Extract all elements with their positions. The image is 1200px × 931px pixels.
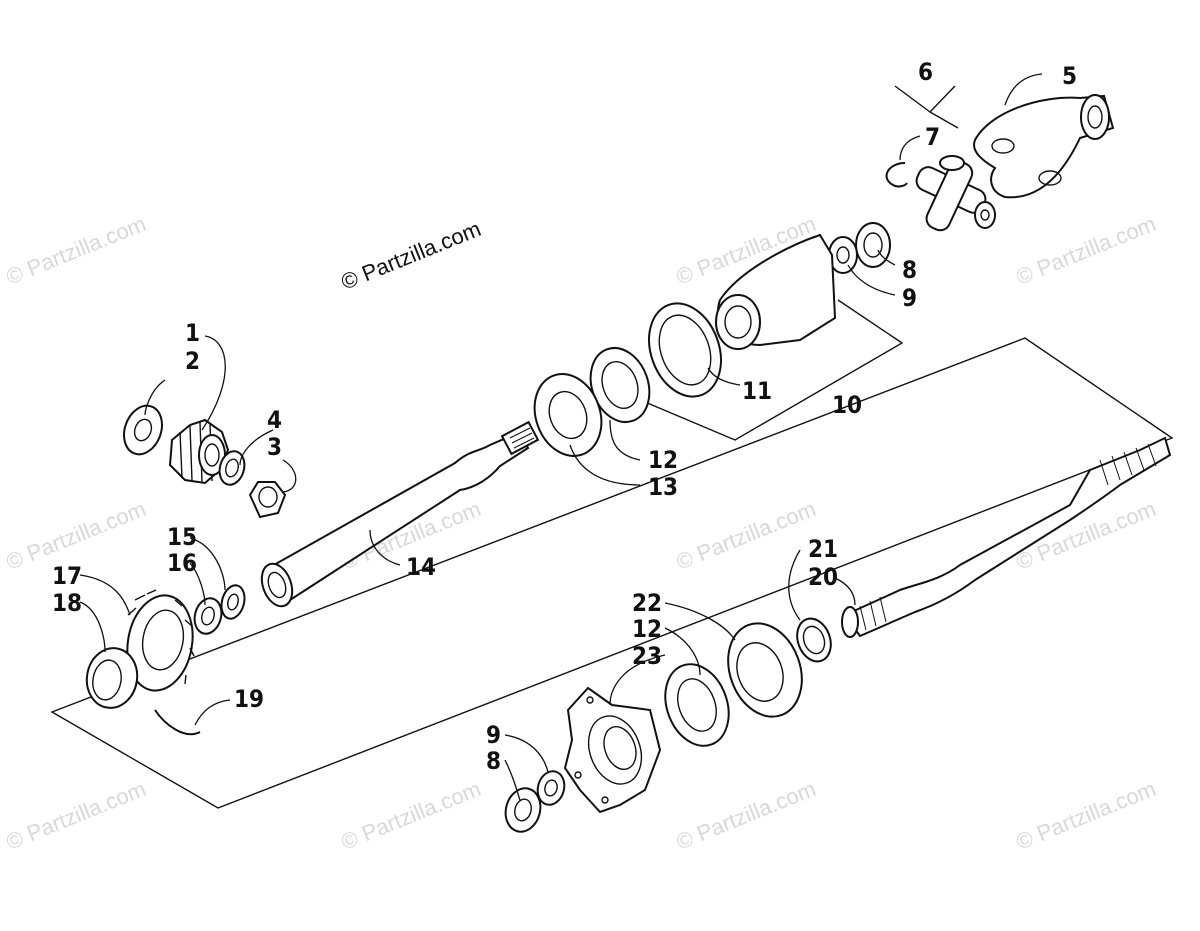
bearing-cup-part-upper [855, 222, 891, 268]
washer-part-16 [193, 597, 223, 635]
callout-11: 11 [742, 377, 772, 405]
washer-part-1 [123, 404, 163, 456]
coupler-yoke-part [715, 233, 837, 350]
bearing-cup-part-lower [504, 787, 542, 833]
callout-20: 20 [808, 563, 838, 591]
yoke-part [973, 94, 1115, 199]
washer-part-lower [536, 770, 566, 806]
callout-6: 6 [918, 58, 933, 86]
callout-12-upper: 12 [648, 446, 678, 474]
seal-ring-part [648, 302, 722, 398]
spacer-part [220, 584, 246, 620]
callout-18: 18 [52, 589, 82, 617]
universal-joint-cross-part [915, 155, 996, 232]
watermark-8: © Partzilla.com [3, 776, 150, 855]
rear-shaft-group-outline [50, 337, 1174, 809]
callout-10: 10 [832, 391, 862, 419]
nut-part [248, 481, 287, 519]
shim-washer-part [218, 450, 246, 486]
callout-23: 23 [632, 642, 662, 670]
callout-8-lower: 8 [486, 747, 501, 775]
watermark-10: © Partzilla.com [673, 776, 820, 855]
coupler-group-outline [644, 299, 904, 441]
callout-14: 14 [406, 553, 436, 581]
bearing-race-part-upper [533, 373, 603, 457]
retaining-ring-part [154, 709, 201, 736]
bevel-gear-part [168, 418, 230, 485]
watermark-1: © Partzilla.com [3, 211, 150, 290]
callout-1: 1 [185, 319, 200, 347]
bearing-part-upper [589, 347, 651, 423]
callout-9-upper: 9 [902, 284, 917, 312]
copyright-text: © Partzilla.com [338, 216, 485, 295]
callout-5: 5 [1062, 62, 1077, 90]
callout-labels: 1 2 3 4 5 6 7 8 9 10 11 12 13 14 15 16 1… [52, 58, 1077, 775]
callout-15: 15 [167, 523, 197, 551]
front-drive-shaft-part [260, 420, 540, 608]
callout-22: 22 [632, 589, 662, 617]
spur-gear-part [126, 589, 195, 692]
callout-2: 2 [185, 347, 200, 375]
bearing-part-22 [727, 622, 803, 718]
leader-lines [79, 73, 1043, 801]
callout-17: 17 [52, 562, 82, 590]
watermark-6: © Partzilla.com [673, 496, 820, 575]
callout-12-lower: 12 [632, 615, 662, 643]
ujoint-group-bracket [894, 85, 959, 129]
callout-9-lower: 9 [486, 721, 501, 749]
callout-4: 4 [267, 406, 282, 434]
callout-3: 3 [267, 433, 282, 461]
watermark-11: © Partzilla.com [1013, 776, 1160, 855]
callout-19: 19 [234, 685, 264, 713]
washer-part-21 [796, 617, 832, 663]
callout-7: 7 [925, 123, 940, 151]
callout-13: 13 [648, 473, 678, 501]
watermark-9: © Partzilla.com [338, 776, 485, 855]
bearing-race-part-lower [664, 663, 730, 747]
snap-ring-part [885, 162, 908, 188]
callout-8-upper: 8 [902, 256, 917, 284]
bearing-part-18 [85, 647, 139, 709]
callout-16: 16 [167, 549, 197, 577]
bearing-housing-part [563, 686, 662, 814]
rear-drive-shaft-part [841, 436, 1172, 638]
callout-21: 21 [808, 535, 838, 563]
watermark-3: © Partzilla.com [1013, 211, 1160, 290]
